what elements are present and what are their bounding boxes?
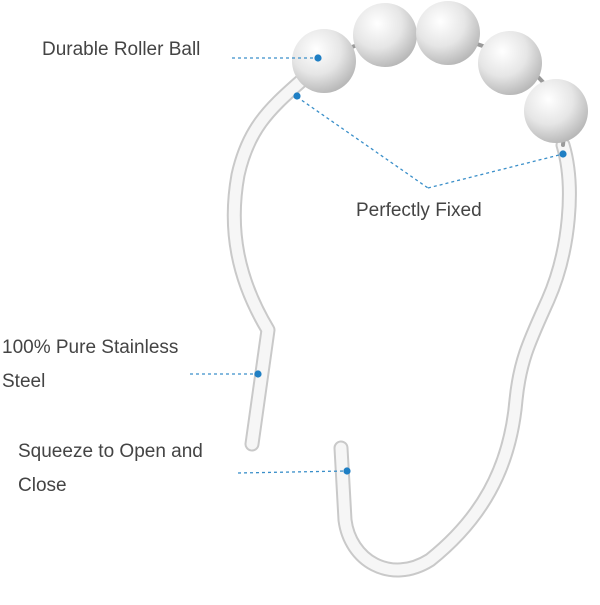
roller-balls [292,1,588,143]
callout-dot-icon [559,150,567,158]
roller-ball [292,29,356,93]
label-stainless-steel: 100% Pure Stainless Steel [2,331,178,399]
roller-ball [416,1,480,65]
callout-dot-icon [254,370,262,378]
callout-dot-icon [343,467,351,475]
label-stainless-steel-line1: 100% Pure Stainless [2,337,179,358]
roller-ball [524,79,588,143]
callout-dot-icon [293,92,301,100]
label-roller-ball: Durable Roller Ball [42,39,201,60]
label-perfectly-fixed: Perfectly Fixed [356,200,482,221]
label-squeeze-line1: Squeeze to Open and [18,441,203,462]
callout-lines [190,57,564,474]
roller-ball [353,3,417,67]
callout-dot-icon [314,54,322,62]
label-stainless-steel-line2: Steel [2,371,46,392]
callout-dots [254,54,567,475]
roller-ball [478,31,542,95]
label-squeeze-open-close: Squeeze to Open and Close [18,435,203,503]
hook-wire [226,32,577,578]
label-squeeze-line2: Close [18,475,67,496]
